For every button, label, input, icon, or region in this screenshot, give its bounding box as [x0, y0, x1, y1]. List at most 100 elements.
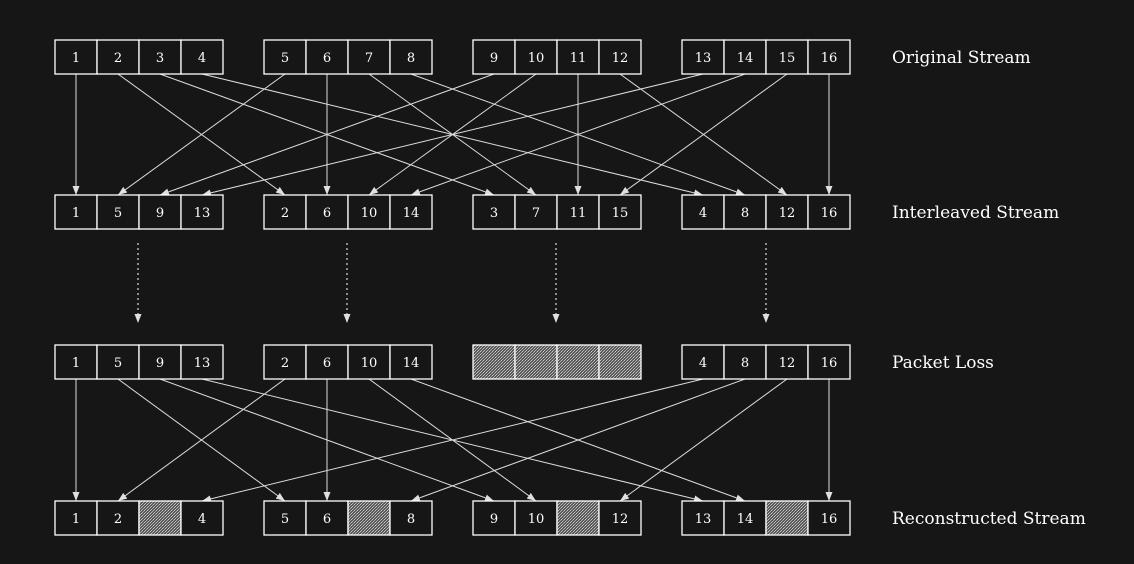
reconstruct-arrow	[201, 378, 704, 503]
cell	[556, 39, 600, 75]
cell-value: 14	[403, 356, 420, 371]
cell-value: 3	[490, 206, 498, 221]
cell-value: 15	[779, 51, 796, 66]
cell-value: 16	[821, 51, 838, 66]
interleave-arrow	[117, 73, 286, 196]
interleave-arrow	[410, 73, 746, 196]
cell	[180, 500, 224, 536]
cell-value: 1	[72, 356, 80, 371]
cell	[96, 194, 140, 230]
cell	[389, 39, 433, 75]
cell-value: 5	[281, 512, 289, 527]
cell-value: 1	[72, 51, 80, 66]
cell-value: 13	[194, 206, 211, 221]
cell-value: 5	[114, 356, 122, 371]
cell-value: 9	[490, 512, 498, 527]
cell	[54, 344, 98, 380]
interleave-arrow	[619, 73, 788, 196]
cell-value: 7	[365, 51, 373, 66]
reconstruct-arrow	[619, 378, 788, 502]
cell	[138, 39, 182, 75]
cell	[263, 344, 307, 380]
interleave-arrow	[159, 73, 495, 196]
cell-value: 10	[361, 356, 378, 371]
interleave-arrow	[201, 73, 704, 197]
cell-value: 12	[779, 206, 796, 221]
cell-value: 11	[570, 51, 587, 66]
lost-cell	[514, 344, 558, 380]
arrows-layer	[72, 73, 833, 503]
cell	[180, 344, 224, 380]
cell	[681, 194, 725, 230]
cell-value: 16	[821, 512, 838, 527]
cell-value: 5	[114, 206, 122, 221]
cell-value: 14	[737, 512, 754, 527]
cell	[54, 194, 98, 230]
cell	[180, 39, 224, 75]
cell	[723, 39, 767, 75]
packet-group: 1 2 4	[54, 500, 224, 536]
cell-value: 15	[612, 206, 629, 221]
cell-value: 8	[741, 206, 749, 221]
cell-value: 2	[281, 356, 289, 371]
packet-group: 2 6 10 14	[263, 344, 433, 380]
cell	[54, 500, 98, 536]
cell	[347, 194, 391, 230]
cell-value: 1	[72, 206, 80, 221]
lost-cell	[347, 500, 391, 536]
cell	[180, 194, 224, 230]
cell	[765, 194, 809, 230]
cell-value: 6	[323, 51, 331, 66]
cell-value: 2	[281, 206, 289, 221]
cell-value: 12	[779, 356, 796, 371]
cell	[807, 500, 851, 536]
cell-value: 3	[156, 51, 164, 66]
cell	[54, 39, 98, 75]
reconstruct-arrow	[410, 378, 746, 502]
cell-value: 10	[528, 51, 545, 66]
cell-value: 9	[490, 51, 498, 66]
cell	[472, 500, 516, 536]
cell-value: 4	[198, 51, 206, 66]
cell-value: 11	[570, 206, 587, 221]
cell-value: 9	[156, 206, 164, 221]
packet-group: 1 2 3 4	[54, 39, 224, 75]
cell-value: 7	[532, 206, 540, 221]
cell-value: 14	[403, 206, 420, 221]
reconstruct-arrow	[117, 378, 286, 502]
cell	[598, 500, 642, 536]
cell-value: 2	[114, 512, 122, 527]
cell-value: 5	[281, 51, 289, 66]
cell	[723, 500, 767, 536]
cell	[389, 500, 433, 536]
cell	[807, 39, 851, 75]
lost-cell	[472, 344, 516, 380]
cell-value: 4	[699, 206, 707, 221]
cell	[681, 39, 725, 75]
cell-value: 6	[323, 356, 331, 371]
cell-value: 4	[198, 512, 206, 527]
cell	[514, 39, 558, 75]
cell	[807, 344, 851, 380]
cell	[765, 39, 809, 75]
cell	[598, 39, 642, 75]
cell	[96, 500, 140, 536]
row-label: Reconstructed Stream	[892, 509, 1086, 529]
cell	[263, 39, 307, 75]
cell-value: 1	[72, 512, 80, 527]
cell	[305, 39, 349, 75]
cell-value: 2	[114, 51, 122, 66]
cell-value: 12	[612, 512, 629, 527]
